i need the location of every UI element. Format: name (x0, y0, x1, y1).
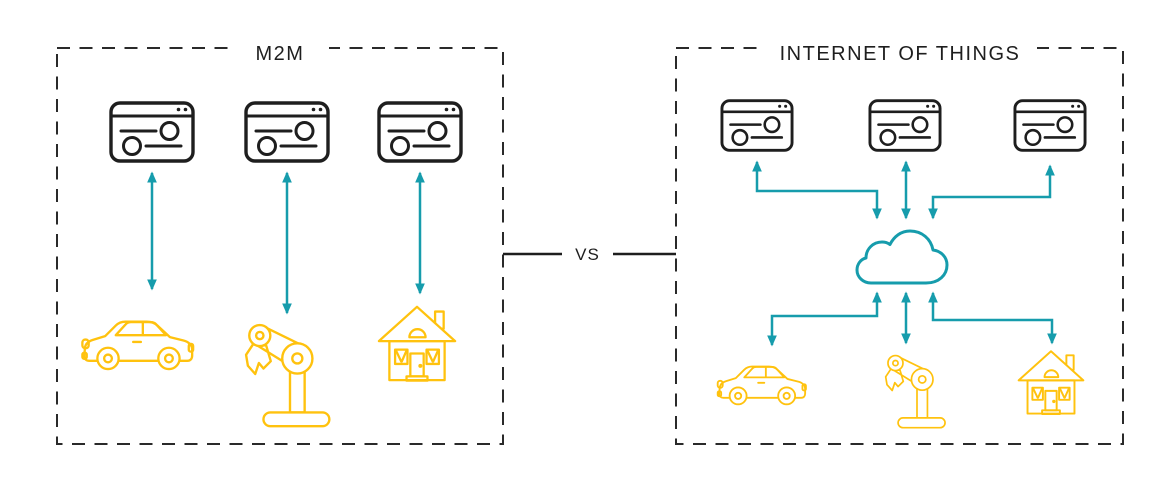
house-icon (1017, 350, 1085, 415)
house-icon (377, 305, 457, 382)
car-icon (716, 365, 807, 406)
robot-arm-icon (244, 323, 331, 428)
browser-device-icon (720, 99, 794, 152)
robot-arm-icon (884, 354, 947, 429)
iot-title-mask (765, 37, 1037, 59)
browser-device-icon (377, 101, 463, 163)
cloud-icon (855, 229, 949, 285)
car-icon (81, 320, 195, 371)
browser-device-icon (109, 101, 195, 163)
iot-cloud-house-arrow (928, 291, 1057, 345)
iot-panel-border (675, 47, 1124, 445)
iot-device1-cloud-arrow (752, 160, 882, 220)
m2m-panel-border (56, 47, 504, 445)
browser-device-icon (244, 101, 330, 163)
iot-panel: INTERNET OF THINGS (675, 37, 1124, 445)
vs-label: VS (575, 245, 600, 264)
browser-device-icon (868, 99, 942, 152)
m2m-title-mask (233, 37, 329, 59)
browser-device-icon (1013, 99, 1087, 152)
iot-cloud-car-arrow (767, 291, 882, 347)
m2m-panel: M2M (56, 37, 504, 445)
m2m-panel-title: M2M (256, 43, 305, 65)
vs-connector: VS (503, 245, 676, 264)
iot-panel-title: INTERNET OF THINGS (780, 43, 1021, 65)
iot-device3-cloud-arrow (928, 164, 1055, 220)
